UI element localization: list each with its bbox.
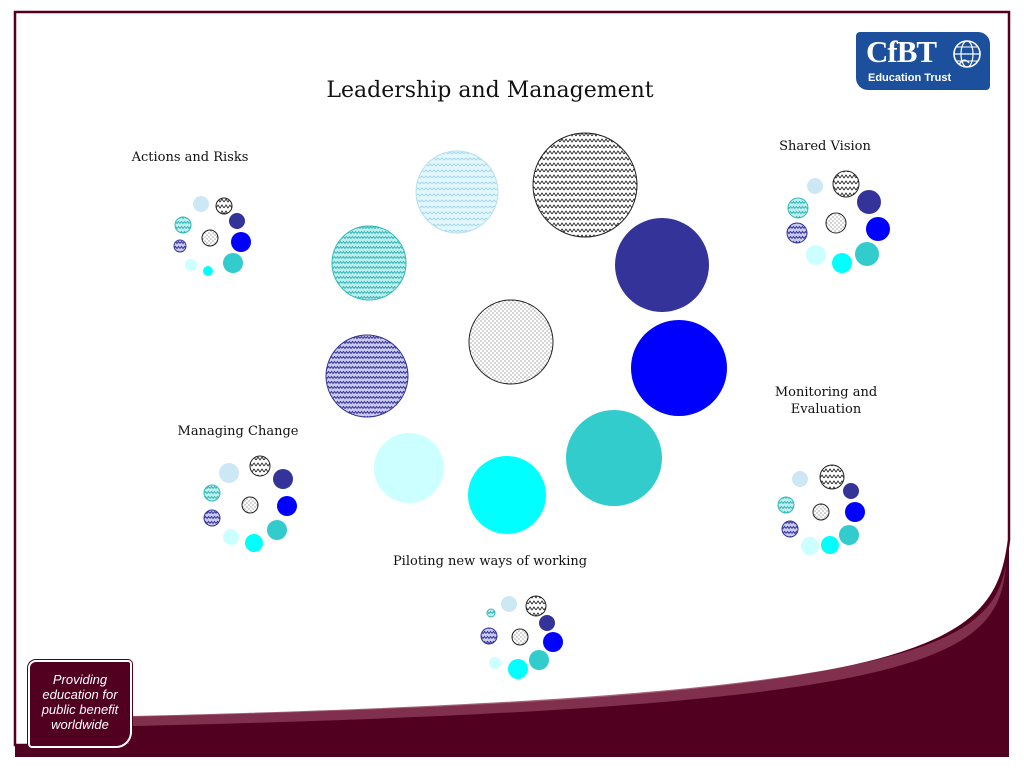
monitoring-circle-7 [801,537,819,555]
piloting-circle-2 [525,595,547,617]
tagline-box: Providing education for public benefit w… [28,660,132,748]
logo-wordmark: CfBT [866,34,937,69]
maroon-swoosh [15,540,1009,757]
logo-subtitle: Education Trust [868,72,952,84]
main-circle-1 [415,150,499,234]
label-piloting-new-ways-of-working: Piloting new ways of working [392,554,588,569]
monitoring-circle-6 [821,536,839,554]
main-circle-6 [468,456,546,534]
piloting-circle-7 [489,657,501,669]
tagline-text: Providing education for public benefit w… [41,672,119,732]
change-circle-7 [223,529,239,545]
main-circle-4 [631,320,727,416]
actions-circle-5 [223,253,243,273]
change-circle-5 [267,520,287,540]
main-circle-9 [331,225,407,301]
cfbt-logo: CfBT Education Trust [856,32,990,90]
change-circle-3 [273,469,293,489]
swoosh-highlight [132,565,1006,726]
vision-circle-8 [786,222,808,244]
label-managing-change: Managing Change [177,424,299,439]
piloting-circle-10 [511,628,529,646]
actions-circle-3 [229,213,245,229]
monitoring-circle-8 [781,520,799,538]
vision-circle-5 [855,242,879,266]
actions-circle-9 [174,216,192,234]
piloting-circle-5 [529,650,549,670]
monitoring-circle-5 [839,525,859,545]
actions-circle-2 [215,197,233,215]
circle-diagram [173,132,890,679]
change-circle-2 [249,455,271,477]
vision-circle-10 [825,212,847,234]
main-circle-10 [468,299,554,385]
piloting-circle-3 [539,615,555,631]
actions-circle-4 [231,232,251,252]
monitoring-circle-10 [812,503,830,521]
vision-circle-7 [806,245,826,265]
monitoring-circle-9 [777,496,795,514]
vision-circle-1 [807,178,823,194]
actions-circle-7 [185,259,197,271]
actions-circle-10 [201,229,219,247]
piloting-circle-4 [543,632,563,652]
monitoring-circle-1 [792,471,808,487]
monitoring-circle-4 [845,502,865,522]
piloting-circle-8 [480,627,498,645]
change-circle-1 [219,463,239,483]
vision-circle-6 [832,253,852,273]
label-actions-and-risks: Actions and Risks [131,150,249,165]
actions-circle-1 [193,196,209,212]
vision-circle-2 [832,170,860,198]
label-monitoring-and-evaluation: Monitoring and Evaluation [774,385,878,417]
page-title: Leadership and Management [326,78,654,103]
label-shared-vision: Shared Vision [779,139,871,154]
piloting-circle-1 [501,596,517,612]
main-circle-7 [374,433,444,503]
change-circle-10 [241,496,259,514]
piloting-circle-9 [486,608,496,618]
globe-hand-icon [953,40,981,68]
change-circle-9 [203,484,221,502]
vision-circle-3 [857,190,881,214]
change-circle-4 [277,496,297,516]
main-circle-5 [566,410,662,506]
main-circle-2 [532,132,638,238]
vision-circle-9 [787,197,809,219]
main-circle-3 [615,218,709,312]
actions-circle-6 [203,266,213,276]
change-circle-6 [245,534,263,552]
main-circle-8 [325,334,409,418]
vision-circle-4 [866,217,890,241]
actions-circle-8 [173,239,187,253]
piloting-circle-6 [508,659,528,679]
monitoring-circle-2 [819,464,845,490]
change-circle-8 [203,509,221,527]
monitoring-circle-3 [843,483,859,499]
